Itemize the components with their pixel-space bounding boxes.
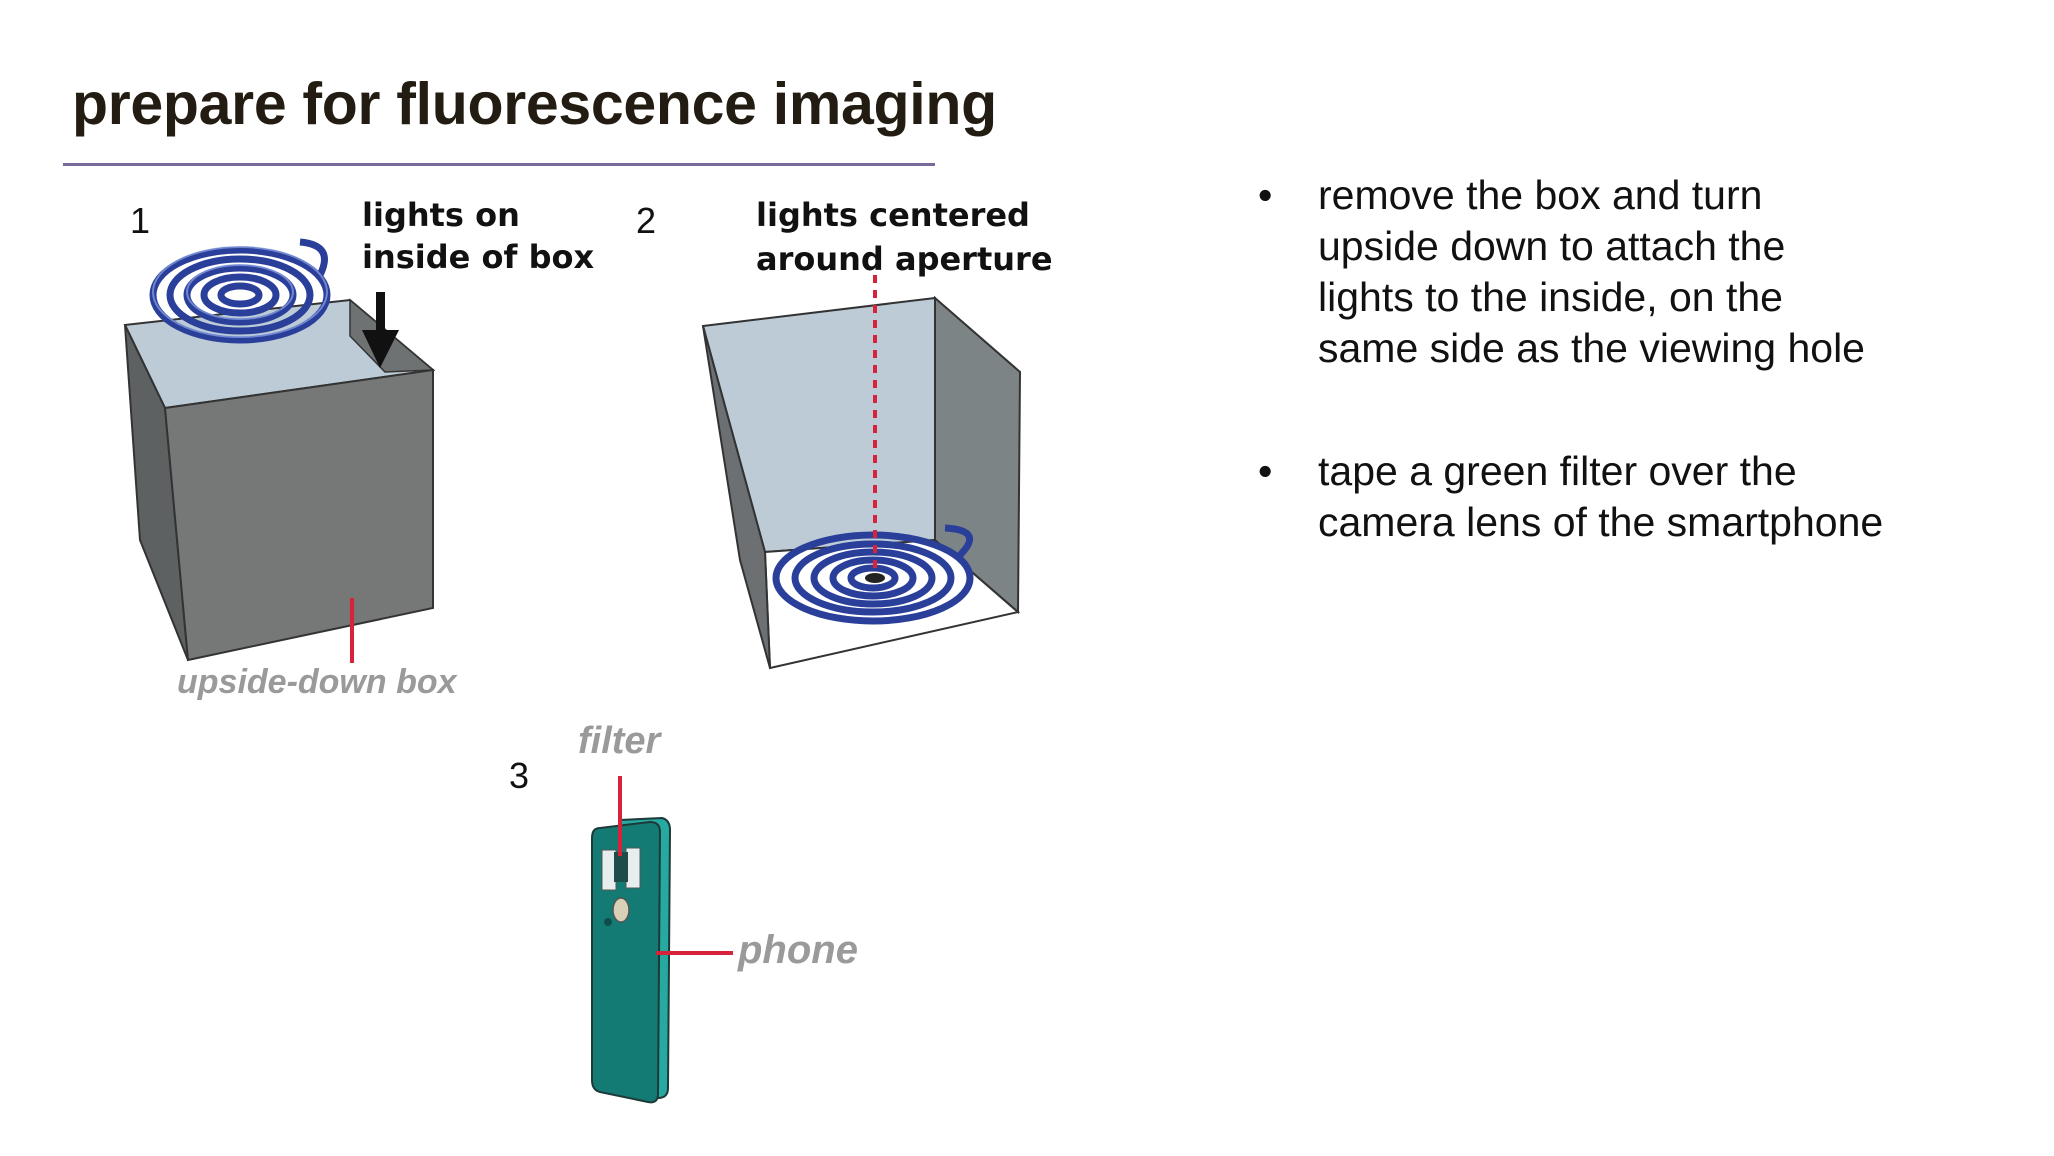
instruction-line: remove the box and turn <box>1318 172 1763 218</box>
bullet-marker: • <box>1258 448 1273 494</box>
open-box-illustration <box>701 275 1022 670</box>
aperture <box>865 573 885 583</box>
sensor-dot <box>604 918 612 926</box>
step-1-label-line2: inside of box <box>362 238 595 276</box>
instruction-line: upside down to attach the <box>1318 223 1786 269</box>
box-left-wall <box>702 325 771 669</box>
box-front-face <box>163 368 434 662</box>
filter-tape-right <box>625 847 641 889</box>
slide-title: prepare for fluorescence imaging <box>72 71 997 137</box>
instruction-line: lights to the inside, on the <box>1318 274 1783 320</box>
flash-icon <box>612 897 630 923</box>
phone-back <box>591 820 662 1104</box>
bullet-marker: • <box>1258 172 1273 218</box>
instruction-item: • tape a green filter over the camera le… <box>1258 446 2018 548</box>
camera-lens-icon <box>614 852 628 882</box>
upside-down-box-caption: upside-down box <box>177 663 457 701</box>
filter-tape-left <box>601 849 617 891</box>
phone-label: phone <box>738 928 858 972</box>
instruction-line: same side as the viewing hole <box>1318 325 1865 371</box>
instruction-list: • remove the box and turn upside down to… <box>1258 170 2018 620</box>
led-coil-1 <box>149 238 331 344</box>
box-right-wall <box>934 295 1022 615</box>
phone-illustration <box>591 776 733 1104</box>
down-arrow-icon <box>362 292 399 368</box>
step-2-number: 2 <box>636 200 657 241</box>
instruction-item: • remove the box and turn upside down to… <box>1258 170 2018 374</box>
step-2-label-line1: lights centered <box>756 196 1030 234</box>
step-1-number: 1 <box>130 200 151 241</box>
step-2-label-line2: around aperture <box>756 240 1053 278</box>
filter-label: filter <box>578 720 661 762</box>
upside-down-box-illustration <box>123 238 436 663</box>
title-underline <box>63 163 935 166</box>
instruction-line: camera lens of the smartphone <box>1318 499 1884 545</box>
step-3-number: 3 <box>509 755 530 796</box>
instruction-line: tape a green filter over the <box>1318 448 1797 494</box>
step-1-label-line1: lights on <box>362 196 520 234</box>
